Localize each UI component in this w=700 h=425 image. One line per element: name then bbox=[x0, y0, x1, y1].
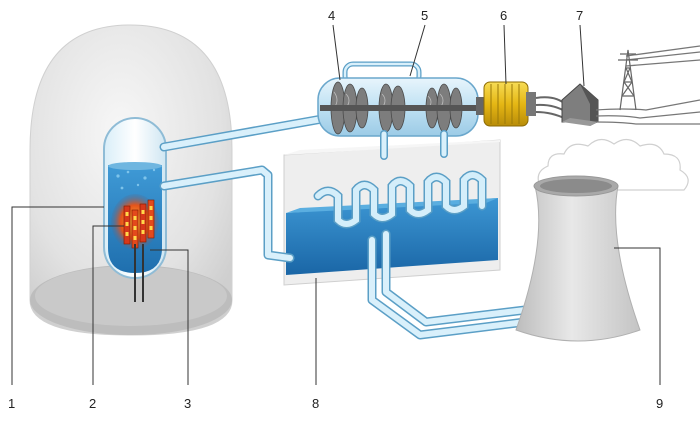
reactor-core bbox=[111, 194, 159, 250]
label-9: 9 bbox=[656, 396, 663, 411]
turbine bbox=[317, 61, 480, 160]
exhaust-pipes bbox=[380, 130, 448, 160]
callout-leaders bbox=[11, 24, 661, 385]
label-7: 7 bbox=[576, 8, 583, 23]
label-3: 3 bbox=[184, 396, 191, 411]
generator bbox=[476, 81, 536, 127]
label-8: 8 bbox=[312, 396, 319, 411]
condenser-coil bbox=[313, 170, 487, 229]
transformer bbox=[561, 83, 599, 126]
label-1: 1 bbox=[8, 396, 15, 411]
label-5: 5 bbox=[421, 8, 428, 23]
cooling-water-pipes bbox=[367, 229, 530, 340]
turbine-blades bbox=[320, 81, 480, 135]
label-4: 4 bbox=[328, 8, 335, 23]
pylon bbox=[618, 49, 638, 111]
condenser bbox=[283, 139, 501, 286]
transmission-lines bbox=[595, 45, 700, 125]
control-rods bbox=[134, 244, 144, 302]
feedwater-pipe bbox=[159, 165, 295, 263]
label-2: 2 bbox=[89, 396, 96, 411]
steam-pipe bbox=[159, 114, 327, 152]
cooling-tower bbox=[515, 175, 641, 342]
label-6: 6 bbox=[500, 8, 507, 23]
